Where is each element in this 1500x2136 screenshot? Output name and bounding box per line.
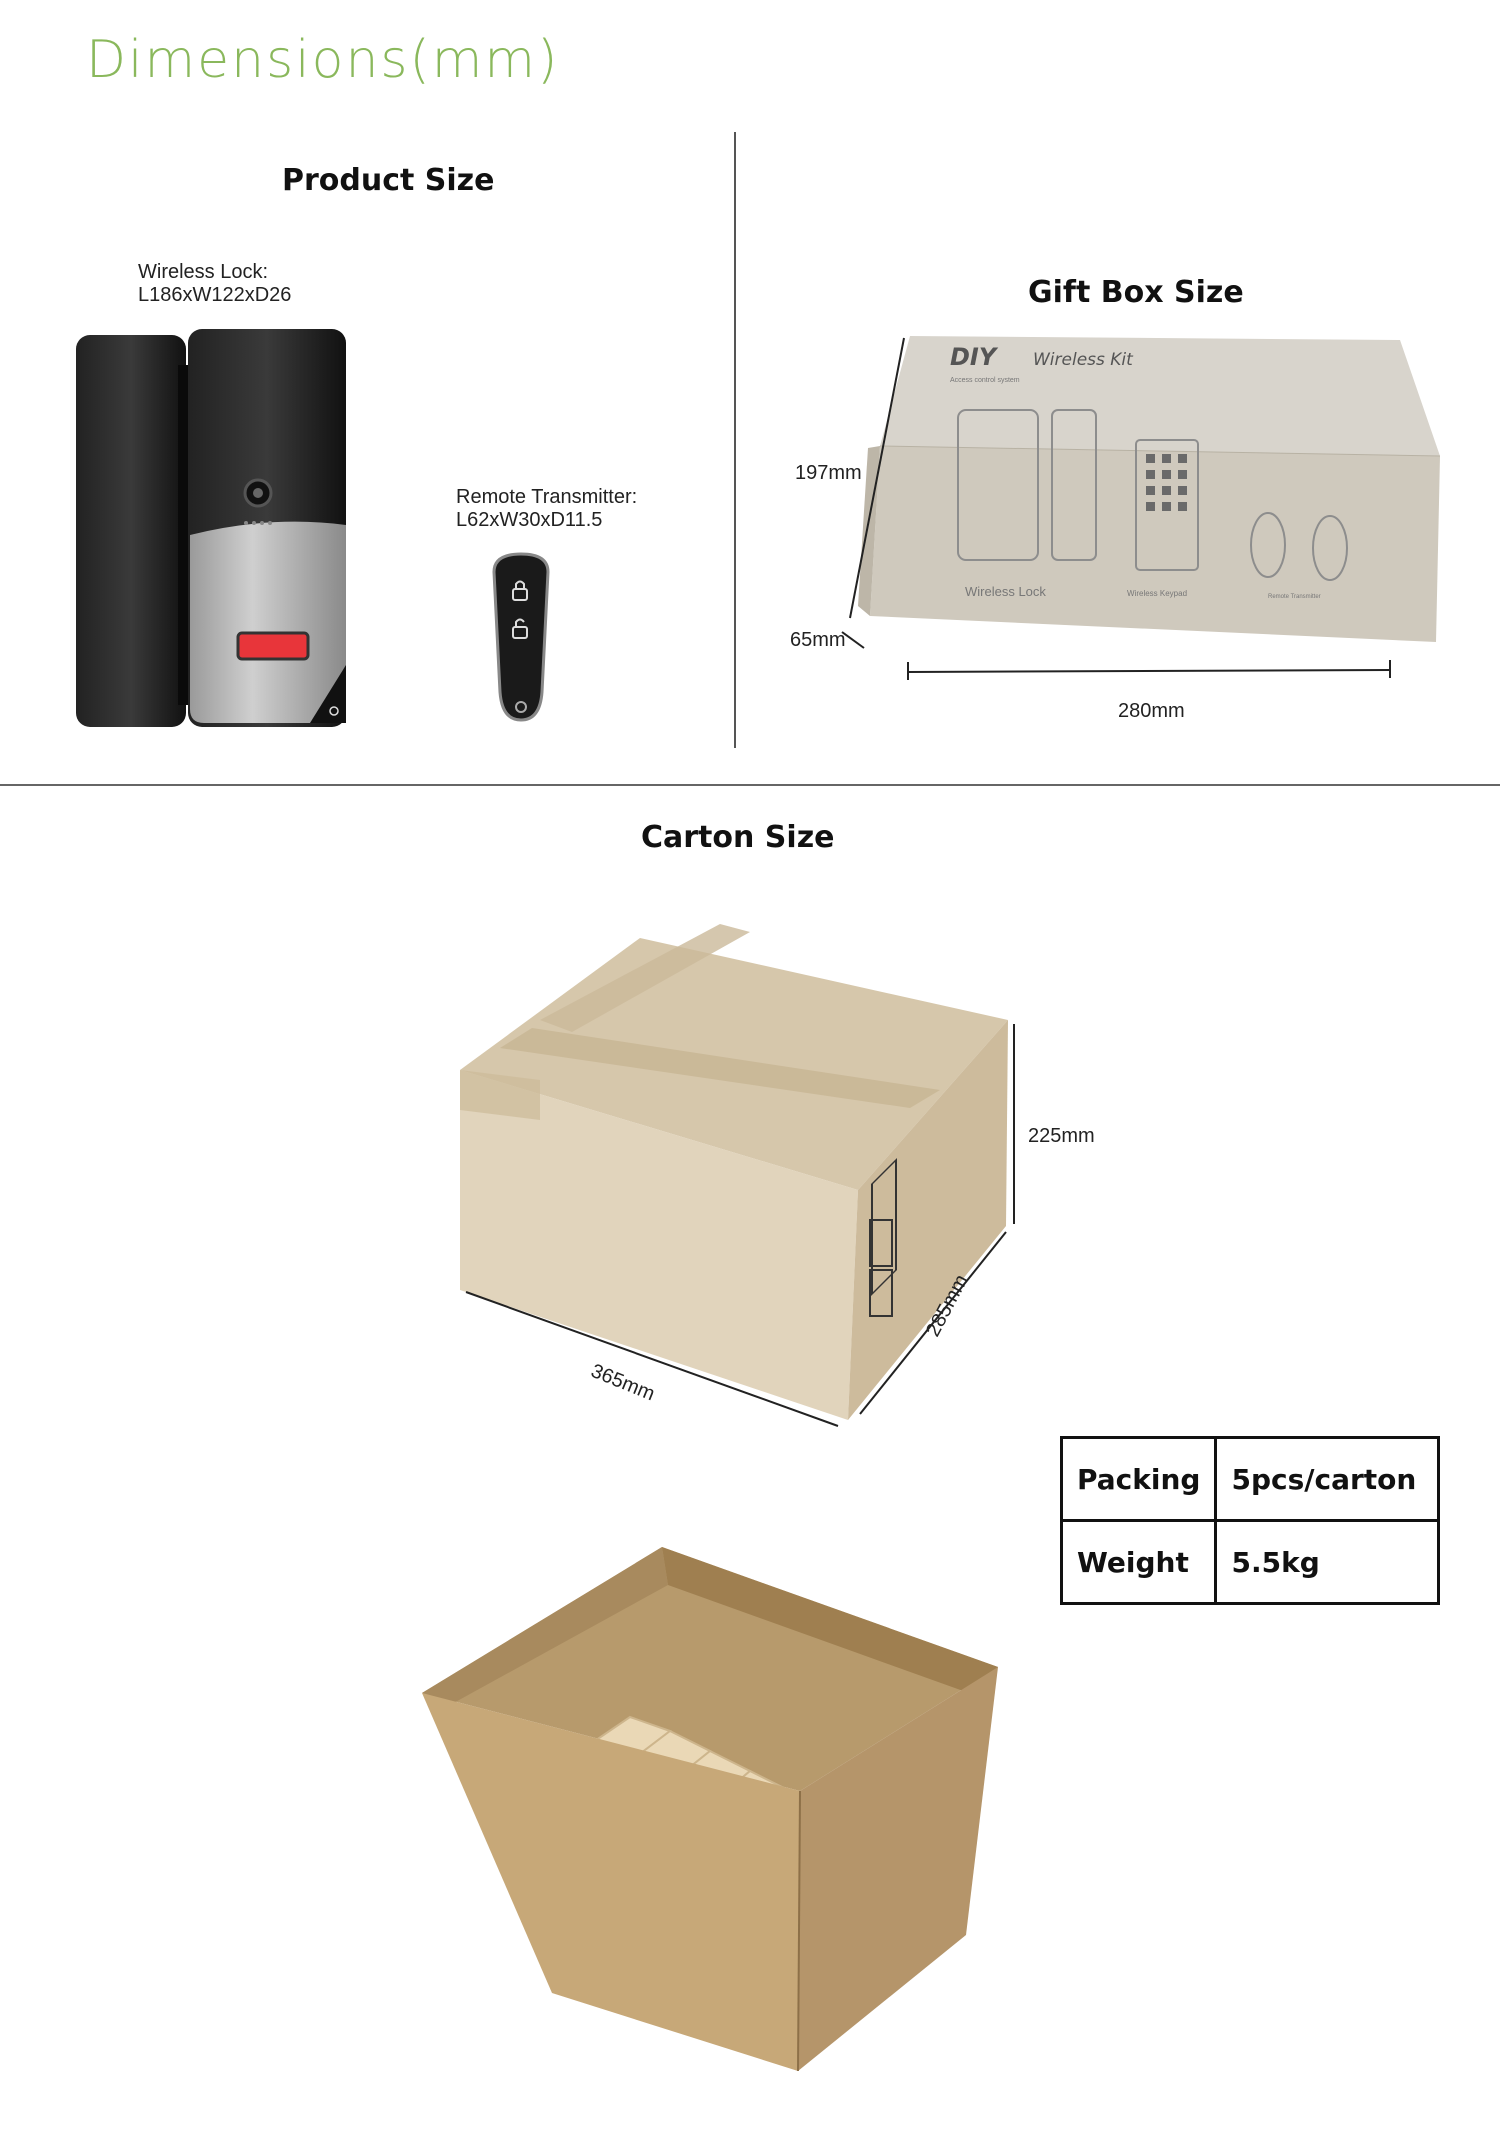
packing-spec-table: Packing 5pcs/carton Weight 5.5kg: [1059, 1436, 1440, 1605]
table-row: Packing 5pcs/carton: [1059, 1436, 1440, 1522]
box-print-remote: Remote Transmitter: [1268, 594, 1321, 600]
gift-box-image: DIY Wireless Kit Access control system W…: [841, 336, 1441, 680]
box-print-title: Wireless Kit: [1033, 350, 1134, 370]
product-size-heading: Product Size: [282, 163, 495, 198]
remote-transmitter-image: [492, 552, 550, 722]
carton-size-heading: Carton Size: [641, 820, 835, 855]
packing-key: Packing: [1059, 1436, 1218, 1522]
carton-height-label: 225mm: [1028, 1125, 1095, 1147]
weight-key: Weight: [1059, 1519, 1218, 1605]
vertical-divider: [734, 132, 736, 748]
remote-label-dims: L62xW30xD11.5: [456, 509, 603, 531]
page-title: Dimensions(mm): [86, 30, 560, 90]
box-print-lock: Wireless Lock: [965, 584, 1046, 599]
gift-box-length-label: 280mm: [1118, 700, 1185, 722]
gift-box-depth-label: 65mm: [790, 629, 846, 651]
lock-label-dims: L186xW122xD26: [138, 284, 292, 306]
weight-value: 5.5kg: [1214, 1519, 1440, 1605]
gift-box-size-heading: Gift Box Size: [1028, 275, 1244, 310]
box-print-subtitle: Access control system: [950, 377, 1020, 384]
open-carton-image: [422, 1547, 998, 2072]
remote-label-name: Remote Transmitter:: [456, 486, 638, 508]
table-row: Weight 5.5kg: [1059, 1519, 1440, 1605]
lock-dimension-label: Wireless Lock: L186xW122xD26: [138, 261, 291, 307]
closed-carton-image: [460, 924, 1015, 1427]
gift-box-height-label: 197mm: [795, 462, 862, 484]
lock-icon: [512, 580, 528, 601]
packing-value: 5pcs/carton: [1214, 1436, 1440, 1522]
lock-label-name: Wireless Lock:: [138, 261, 269, 283]
box-print-brand: DIY: [950, 343, 999, 371]
wireless-lock-image: [76, 329, 346, 727]
unlock-icon: [512, 618, 528, 639]
horizontal-divider: [0, 784, 1500, 786]
remote-dimension-label: Remote Transmitter: L62xW30xD11.5: [456, 486, 637, 532]
box-print-keypad: Wireless Keypad: [1127, 589, 1187, 598]
